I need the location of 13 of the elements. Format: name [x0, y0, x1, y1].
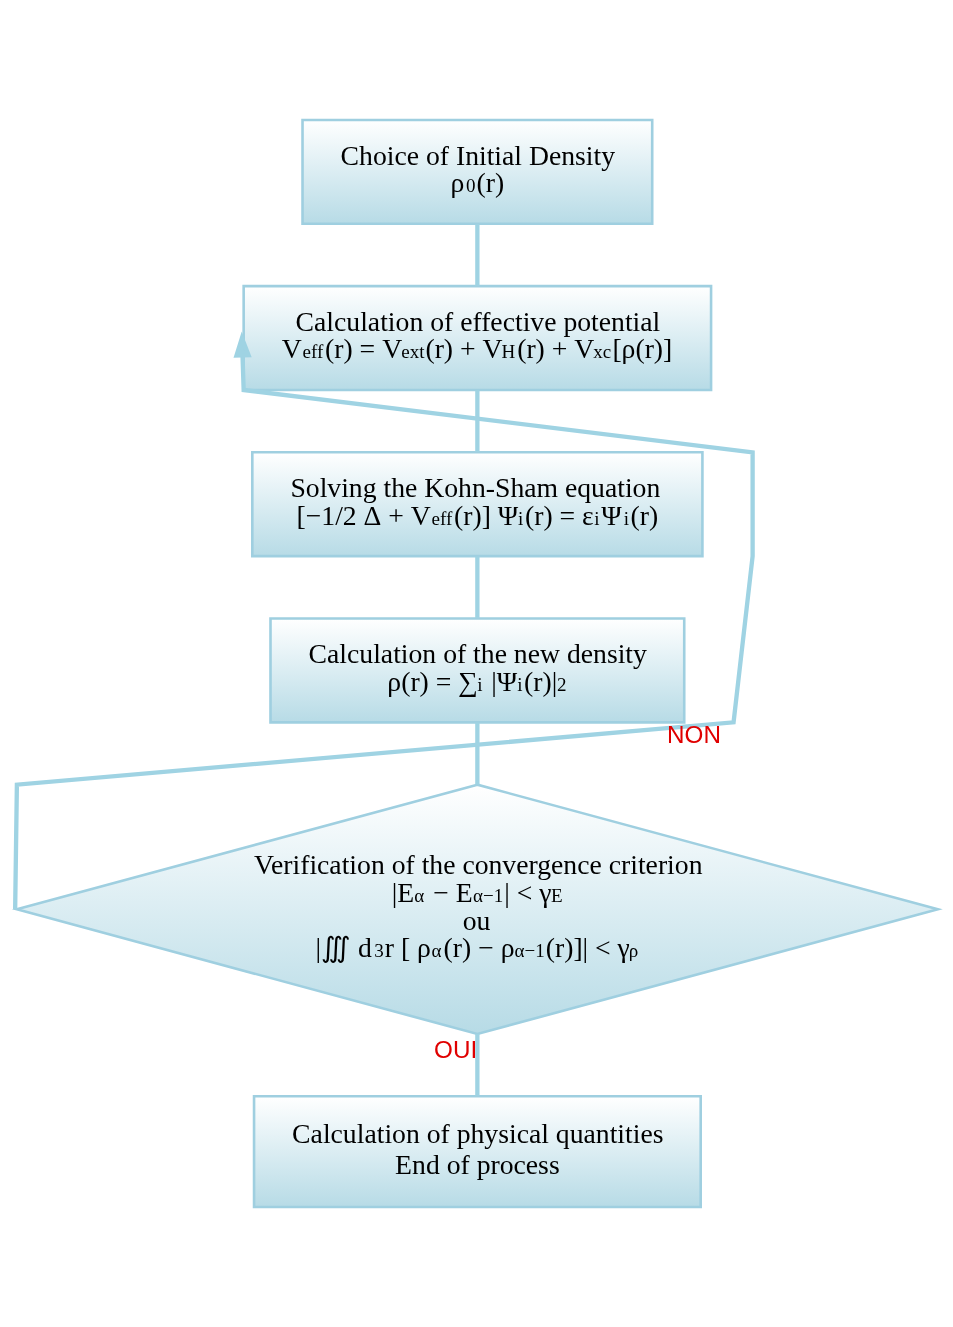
arrow [13, 331, 755, 910]
edge-label: OUI [434, 1036, 478, 1064]
node-diamond: Verification of the convergence criterion |Eα − Eα−1| < γE ou |∭ d3r [ ρα(r) − ρα−1(r)]| < γρ [11, 783, 943, 1036]
connector [475, 390, 480, 452]
node-box: Calculation of physical quantities End of process [252, 1095, 702, 1209]
connector [475, 556, 480, 619]
node-box: Calculation of effective potential Veff(r) = Vext(r) + VH(r) + Vxc[ρ(r)] [242, 284, 713, 392]
node-box: Choice of Initial Density ρ0(r) [301, 118, 654, 226]
connector [475, 224, 480, 286]
node-box: Solving the Kohn-Sham equation [−1/2 Δ + Veff(r)] Ψi(r) = εiΨi(r) [251, 451, 704, 558]
connector [475, 1034, 480, 1096]
node-box: Calculation of the new density ρ(r) = ∑i |Ψi(r)|2 [269, 617, 686, 724]
connector [475, 722, 480, 785]
